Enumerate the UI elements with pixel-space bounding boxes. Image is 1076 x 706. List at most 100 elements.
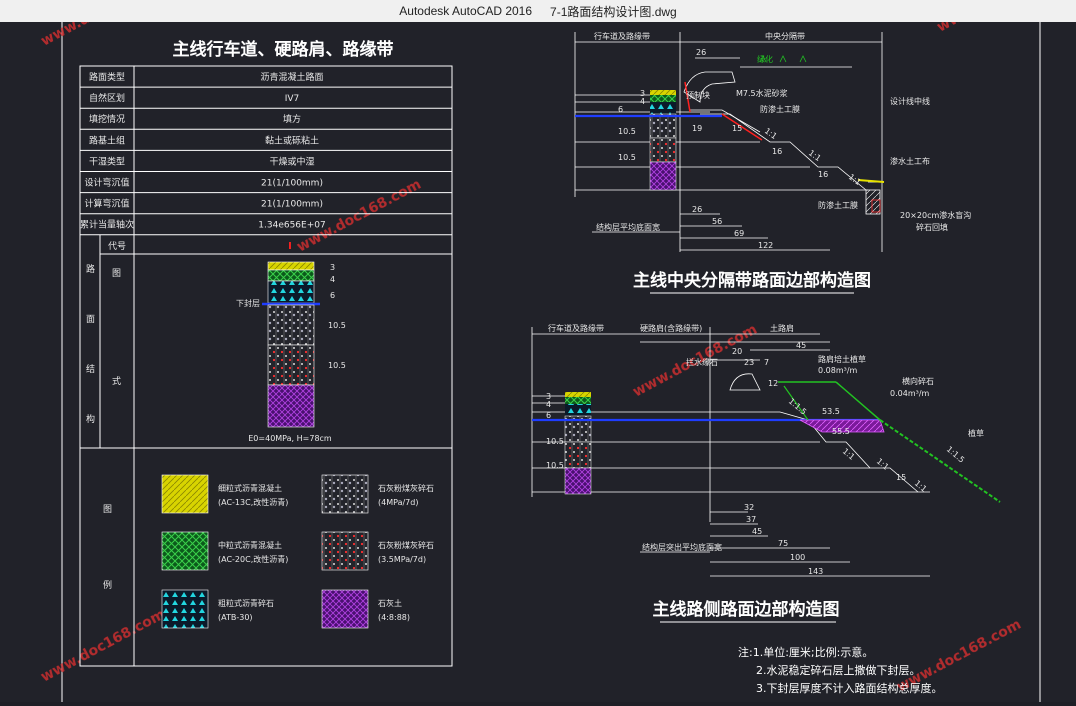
svg-text:4: 4 <box>546 400 551 409</box>
svg-text:预制块: 预制块 <box>686 90 710 100</box>
row-label-6: 计算弯沉值 <box>84 198 129 210</box>
layer-lime-soil <box>267 384 315 428</box>
svg-text:M7.5水泥砂浆: M7.5水泥砂浆 <box>736 88 788 98</box>
legend-spec-2: (ATB-30) <box>218 613 253 622</box>
svg-text:69: 69 <box>734 229 744 238</box>
svg-text:10.5: 10.5 <box>546 437 564 446</box>
legend-swatch-4 <box>321 531 369 571</box>
row-label-1: 自然区划 <box>89 92 125 104</box>
note-1: 注:1.单位:厘米;比例:示意。 <box>738 645 873 659</box>
svg-text:1:1.5: 1:1.5 <box>945 445 967 465</box>
svg-text:12: 12 <box>768 379 778 388</box>
svg-text:45: 45 <box>796 341 806 350</box>
note-2: 2.水泥稳定碎石层上撒做下封层。 <box>756 663 921 677</box>
svg-text:53.5: 53.5 <box>822 407 840 416</box>
bottom-header-mid: 硬路肩(含路缘带) <box>640 323 702 333</box>
legend-name-5: 石灰土 <box>378 598 402 608</box>
layer-medium-asphalt <box>267 269 315 282</box>
layer-asphalt-gravel <box>267 280 315 304</box>
row-value-3: 黏土或砾粘土 <box>265 134 319 146</box>
watermark: www.doc168.com <box>38 22 168 50</box>
legend-spec-3: (4MPa/7d) <box>378 498 418 507</box>
top-drawing-text: 行车道及路缘带 中央分隔带 26 3 4 6 10.5 10.5 19 15 1… <box>594 31 971 250</box>
legend-swatch-5 <box>321 589 369 629</box>
legend-name-0: 细粒式沥青混凝土 <box>218 483 282 493</box>
svg-text:0.08m³/m: 0.08m³/m <box>818 366 858 375</box>
row-label-5: 设计弯沉值 <box>84 177 129 189</box>
top-header-left: 行车道及路缘带 <box>594 31 650 41</box>
legend-name-1: 中粒式沥青混凝土 <box>218 540 282 550</box>
window-title-bar: Autodesk AutoCAD 2016 7-1路面结构设计图.dwg <box>0 0 1076 22</box>
svg-text:横向碎石: 横向碎石 <box>902 376 934 386</box>
row-value-4: 干燥或中湿 <box>269 155 314 167</box>
legend-spec-1: (AC-20C,改性沥青) <box>218 554 288 564</box>
app-name: Autodesk AutoCAD 2016 <box>399 4 533 18</box>
legend-name-3: 石灰粉煤灰碎石 <box>378 483 434 493</box>
row-value-0: 沥青混凝土路面 <box>260 71 323 83</box>
note-3: 3.下封层厚度不计入路面结构总厚度。 <box>756 681 943 695</box>
svg-text:10.5: 10.5 <box>546 461 564 470</box>
svg-text:10.5: 10.5 <box>618 127 636 136</box>
svg-text:渗水土工布: 渗水土工布 <box>890 156 930 166</box>
bottom-drawing-text: 行车道及路缘带 硬路肩(含路缘带) 土路肩 20 45 23 7 12 3 4 … <box>546 323 984 576</box>
top-header-right: 中央分隔带 <box>765 31 805 41</box>
top-drawing <box>574 32 883 252</box>
seal-label: 下封层 <box>236 298 260 308</box>
legend-swatch-2 <box>161 589 209 629</box>
file-name: 7-1路面结构设计图.dwg <box>550 4 677 19</box>
svg-text:防渗土工膜: 防渗土工膜 <box>760 104 800 114</box>
legend-name-2: 粗粒式沥青碎石 <box>218 598 274 608</box>
top-drawing-layers: 绿化 <box>575 54 885 191</box>
legend-name-4: 石灰粉煤灰碎石 <box>378 540 434 550</box>
svg-text:0.04m³/m: 0.04m³/m <box>890 389 930 398</box>
svg-text:32: 32 <box>744 503 754 512</box>
svg-text:防渗土工膜: 防渗土工膜 <box>818 200 858 210</box>
svg-text:45: 45 <box>752 527 762 536</box>
svg-text:23: 23 <box>744 358 754 367</box>
row-value-1: IV7 <box>285 94 300 104</box>
svg-text:7: 7 <box>764 358 769 367</box>
legend-spec-5: (4:8:88) <box>378 613 410 622</box>
svg-text:15: 15 <box>896 473 906 482</box>
row-value-6: 21(1/100mm) <box>261 200 323 210</box>
row-label-0: 路面类型 <box>89 71 125 83</box>
svg-text:1:1: 1:1 <box>841 447 857 462</box>
row-label-4: 干湿类型 <box>89 155 125 167</box>
bottom-header-right: 土路肩 <box>770 323 794 333</box>
svg-text:3: 3 <box>546 392 551 401</box>
row-label-2: 填挖情况 <box>89 113 125 125</box>
legend-swatch-3 <box>321 474 369 514</box>
structure-side-label: 路面结构 <box>86 263 95 425</box>
svg-text:设计线中线: 设计线中线 <box>890 96 930 106</box>
bottom-drawing <box>531 327 930 577</box>
svg-text:55.5: 55.5 <box>832 427 850 436</box>
svg-text:1:1: 1:1 <box>807 148 823 163</box>
row-label-3: 路基土组 <box>89 134 125 146</box>
layer-fine-asphalt <box>267 261 315 271</box>
layer-lime-fly-ash-1 <box>267 304 315 346</box>
bottom-header-left: 行车道及路缘带 <box>548 323 604 333</box>
legend-spec-0: (AC-13C,改性沥青) <box>218 497 288 507</box>
watermark: www.doc168.com <box>38 607 168 686</box>
bottom-drawing-title: 主线路侧路面边部构造图 <box>653 599 840 620</box>
svg-text:植草: 植草 <box>968 428 984 438</box>
svg-text:19: 19 <box>692 124 702 133</box>
legend-swatch-0 <box>161 474 209 514</box>
bottom-drawing-layers <box>532 381 1001 503</box>
code-label: 代号 <box>108 241 126 252</box>
row-value-2: 填方 <box>283 113 301 125</box>
svg-text:37: 37 <box>746 515 756 524</box>
svg-text:16: 16 <box>772 147 782 156</box>
green-label: 绿化 <box>757 54 773 64</box>
svg-text:结构层突出平均底面宽: 结构层突出平均底面宽 <box>642 542 722 552</box>
svg-text:20: 20 <box>732 347 742 356</box>
svg-text:1:1.5: 1:1.5 <box>787 397 809 417</box>
svg-text:122: 122 <box>758 241 773 250</box>
row-value-7: 1.34e656E+07 <box>258 221 325 231</box>
svg-text:4: 4 <box>640 97 645 106</box>
svg-text:20×20cm渗水盲沟: 20×20cm渗水盲沟 <box>900 210 971 220</box>
svg-text:结构层平均底面宽: 结构层平均底面宽 <box>596 222 660 232</box>
thickness-2: 4 <box>330 275 335 284</box>
svg-text:1:1: 1:1 <box>875 457 891 472</box>
